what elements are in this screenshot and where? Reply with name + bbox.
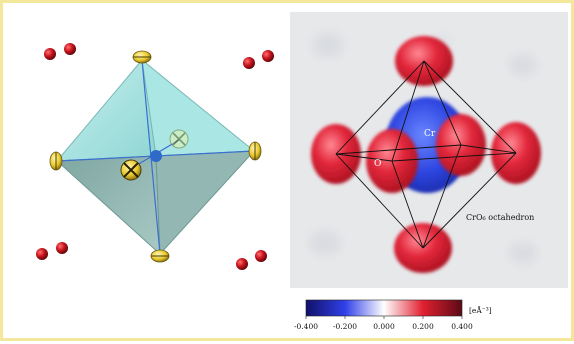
colorbar-tick-label: 0.200 (412, 322, 434, 331)
colorbar-tick-label: 0.000 (373, 322, 395, 331)
colorbar (305, 299, 463, 317)
central-cr-atom (150, 150, 162, 162)
o-label: O (374, 159, 381, 169)
cr-label: Cr (424, 129, 436, 139)
colorbar-unit: [eÅ⁻³] (469, 306, 492, 315)
colorbar-tick-marks (305, 316, 463, 319)
atom-pair-top-left (44, 43, 76, 60)
atom-pair-bottom-right (236, 250, 267, 270)
vertex-ellipsoid-back (169, 129, 189, 149)
vertex-ellipsoid-right (248, 141, 262, 161)
octahedron-edges (335, 60, 517, 249)
vertex-ellipsoid-bottom (150, 249, 170, 263)
vertex-ellipsoid-front (120, 159, 142, 181)
octahedron-label: CrO₆ octahedron (466, 213, 534, 222)
atom-pair-top-right (243, 50, 274, 69)
vertex-ellipsoid-top (132, 50, 152, 64)
vertex-ellipsoid-left (49, 151, 63, 171)
octahedron-model-panel (36, 43, 274, 270)
colorbar-tick-label: -0.200 (333, 322, 357, 331)
charge-density-panel: Cr O CrO₆ octahedron -0.400 -0.200 0.000… (290, 12, 568, 331)
colorbar-tick-label: -0.400 (294, 322, 318, 331)
colorbar-tick-label: 0.400 (451, 322, 473, 331)
atom-pair-bottom-left (36, 242, 68, 260)
